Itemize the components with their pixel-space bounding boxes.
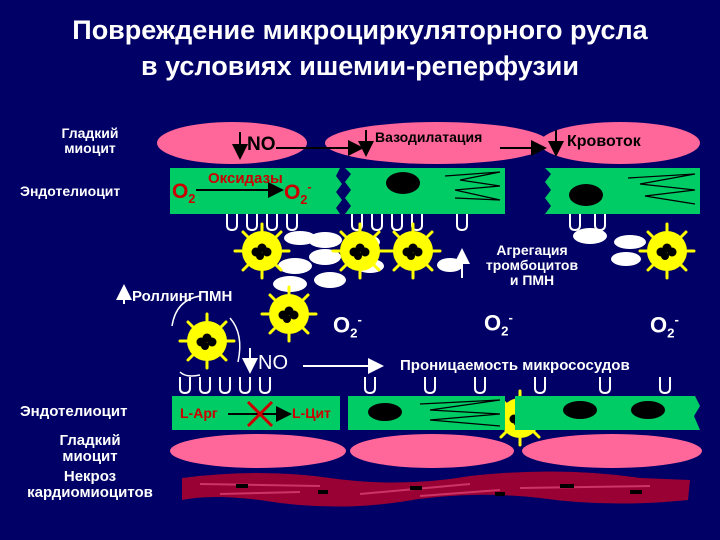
endothelial-cell [545,168,700,214]
blood-flow-label: Кровоток [567,133,641,150]
permeability-label: Проницаемость микрососудов [400,357,630,374]
o2-radical-label-mid-2: O2- [484,310,513,339]
l-cit-label: L-Цит [292,405,331,421]
necrotic-cardiomyocytes [182,471,690,507]
slide-title-line2: в условиях ишемии-реперфузии [140,51,579,81]
rolling-label: Роллинг ПМН [132,288,233,305]
o2-label: O2 [172,180,196,207]
o2-radical-label-mid-1: O2- [333,312,362,341]
smooth-muscle-cell [522,434,702,468]
smooth-muscle-cell [325,122,549,164]
endothelial-label-bottom: Эндотелиоцит [20,403,128,420]
oxidases-label: Оксидазы [208,170,283,187]
o2-radical-label-mid-3: O2- [650,312,679,341]
endothelial-cell [348,396,505,430]
o2-radical-label-top: O2- [284,180,312,208]
smooth-muscle-cell [170,434,346,468]
smooth-muscle-cell [350,434,514,468]
slide-title-line1: Повреждение микроциркуляторного русла [72,15,648,45]
rolling-motion-lines [171,295,241,377]
endothelial-cell [515,396,700,430]
no-label-top: NO [247,134,276,155]
smooth-muscle-cell [157,122,307,164]
vasodilation-label: Вазодилатация [375,129,483,145]
smooth-muscle-cell [540,122,700,164]
l-arg-label: L-Арг [180,405,218,421]
no-label-mid: NO [258,352,288,374]
endothelial-label-top: Эндотелиоцит [20,183,121,199]
endothelial-cell [345,168,505,214]
